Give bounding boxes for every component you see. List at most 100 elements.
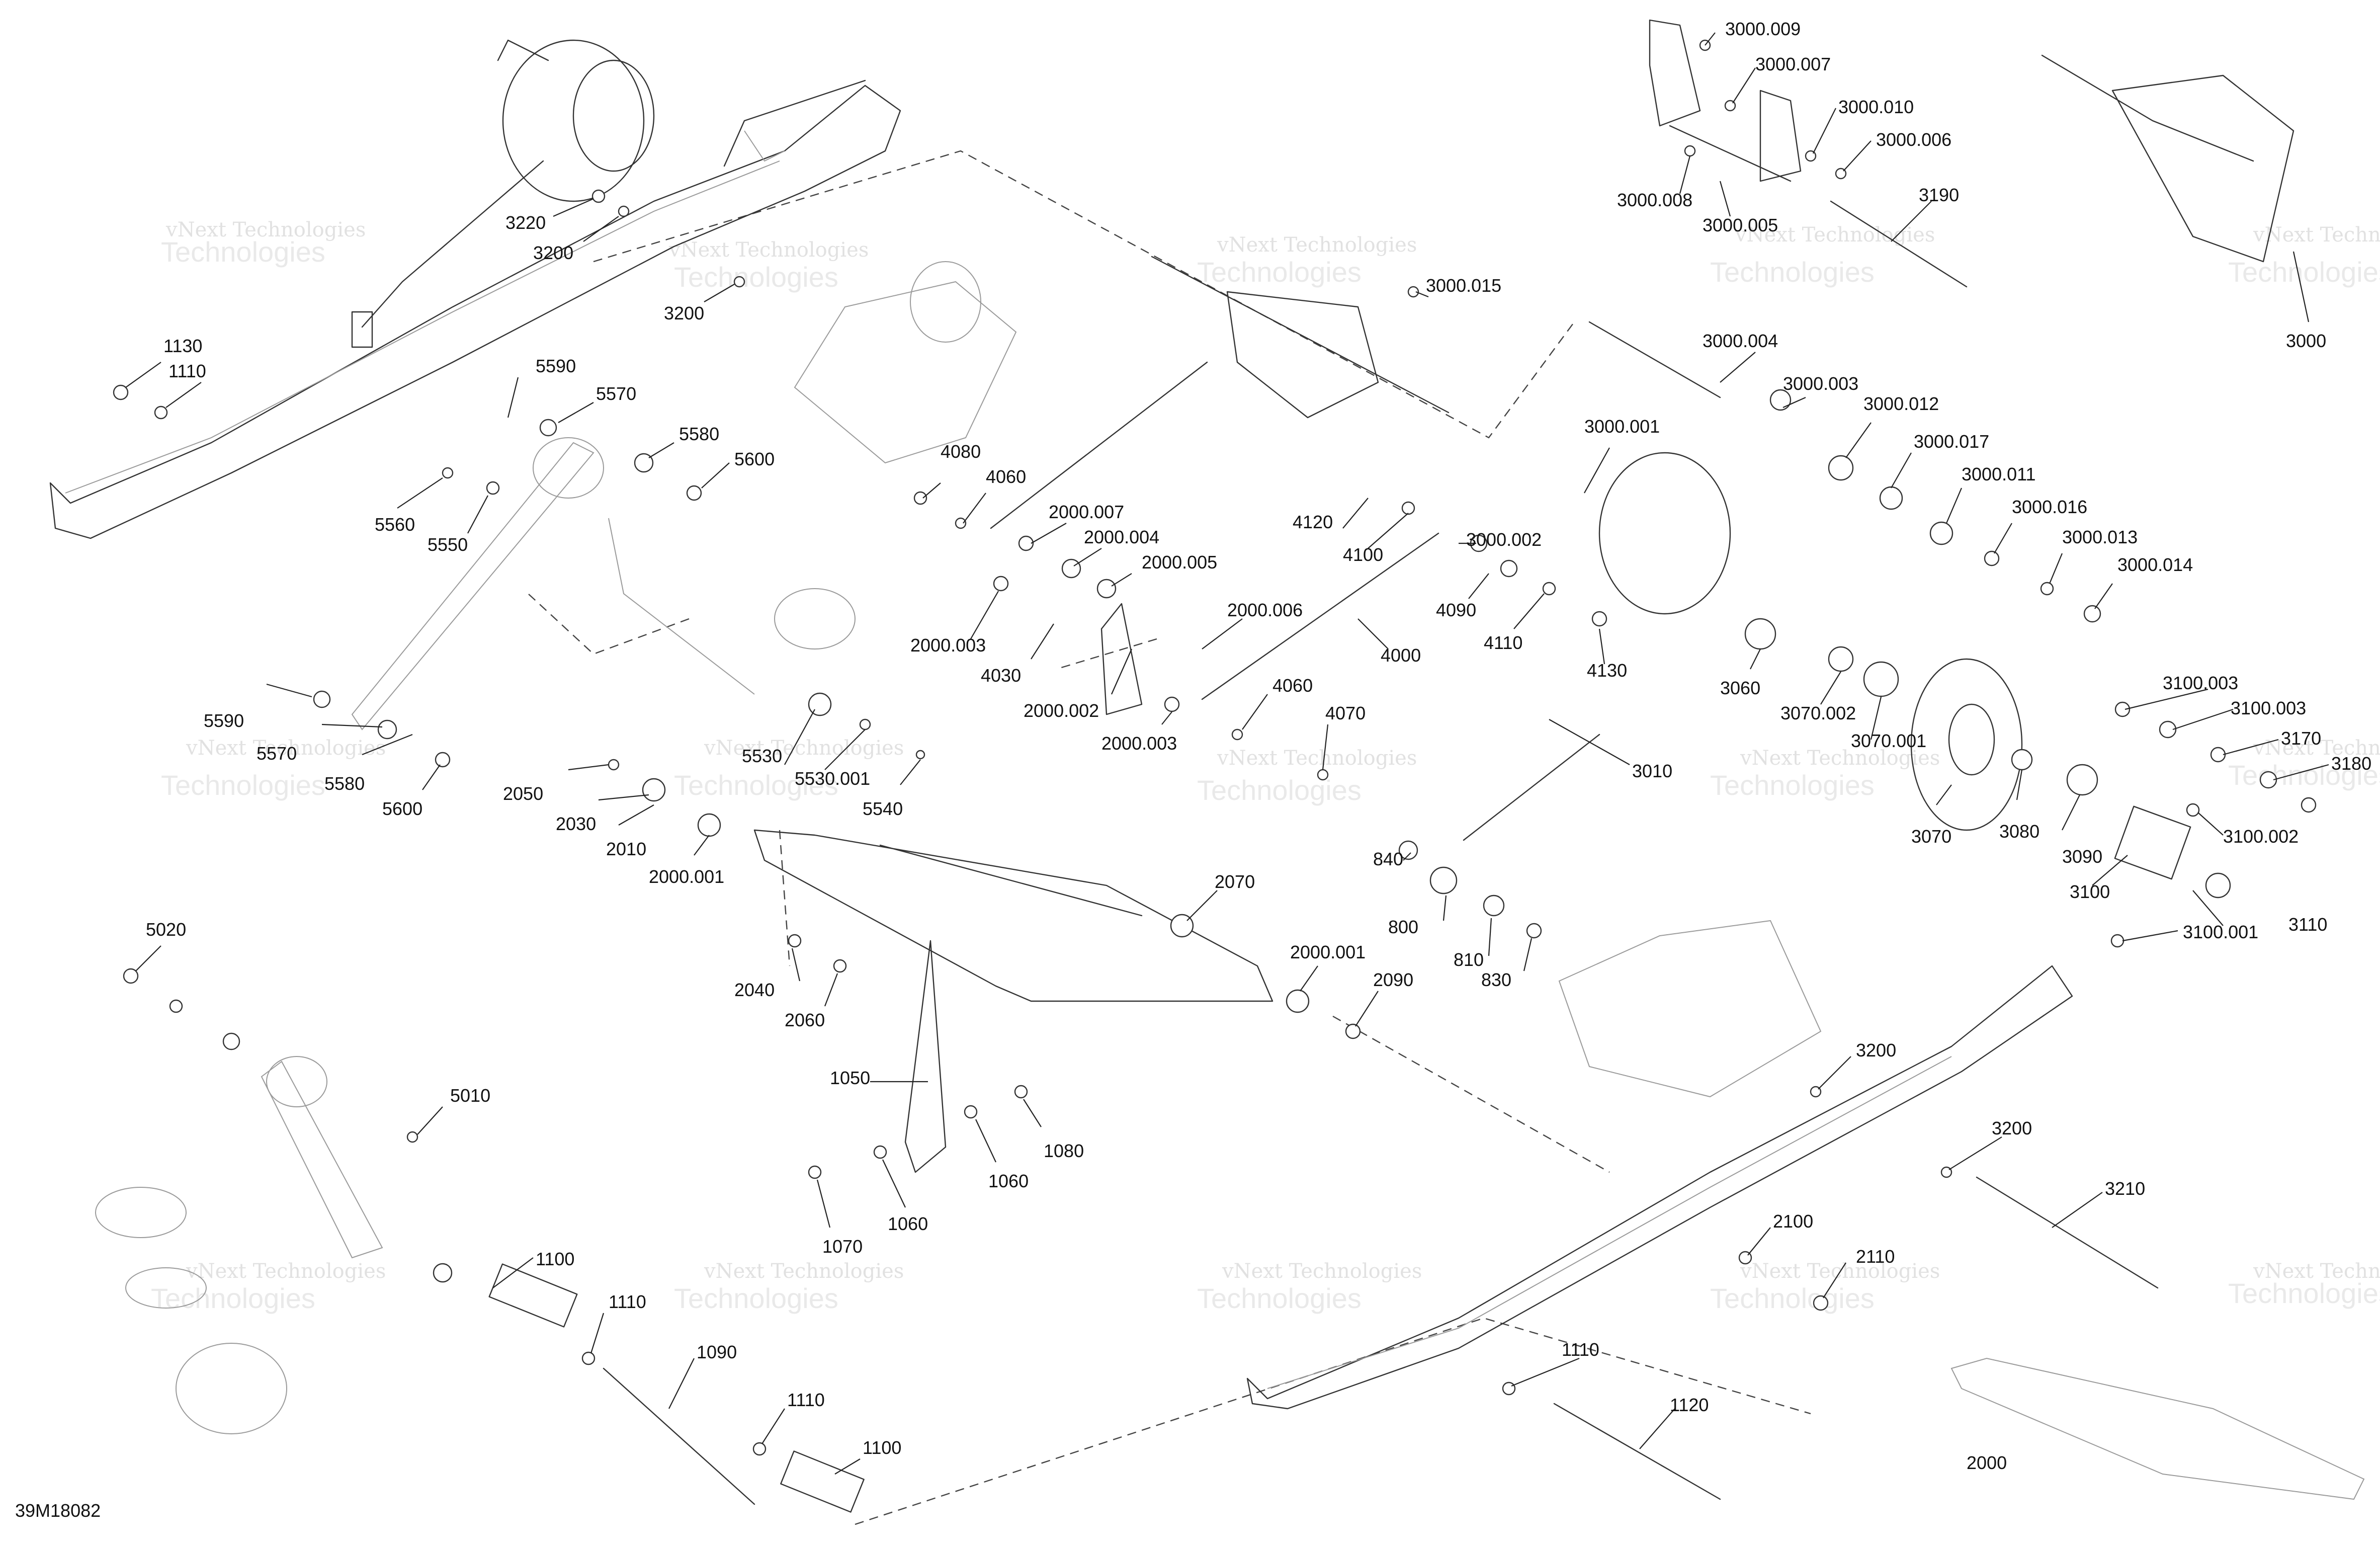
callout-label: 1110 (168, 361, 206, 381)
callout-label: 3060 (1720, 678, 1760, 698)
screw-icon (2110, 934, 2124, 948)
callout-label: 3210 (2105, 1178, 2145, 1199)
shaft-1090 (603, 1367, 755, 1505)
leader-lines (125, 32, 2329, 1475)
callout-label: 2000.003 (910, 635, 986, 656)
callout-label: 5570 (596, 383, 636, 404)
callout-label: 5530 (742, 746, 782, 766)
callout-label: 5600 (734, 449, 775, 469)
hardware-symbols (113, 39, 2317, 1456)
bushing-icon (634, 453, 654, 473)
screw-icon (2301, 797, 2317, 813)
retaining-ring-icon (2205, 872, 2231, 899)
callout-label: 5570 (257, 743, 297, 764)
bracket-right (1759, 90, 1802, 182)
callout-label: 5540 (863, 798, 903, 819)
callout-label: 810 (1454, 949, 1484, 970)
ring-icon (2011, 749, 2033, 771)
document-number: 39M18082 (15, 1500, 101, 1521)
callout-label: 3000.007 (1755, 54, 1831, 74)
bellcrank-2000-002 (1100, 603, 1143, 715)
spring-ring (125, 1267, 207, 1309)
screw-icon (1813, 1295, 1829, 1311)
dashed-line (779, 830, 791, 966)
watermark-text: Technologies (674, 1282, 838, 1314)
callout-label: 3000.017 (1914, 431, 1989, 452)
callout-label: 3170 (2281, 728, 2321, 749)
idler-housing (2111, 74, 2294, 263)
callout-label: 3000.012 (1863, 393, 1939, 414)
callout-label: 3070 (1911, 826, 1951, 847)
callout-label: 3200 (1856, 1040, 1896, 1061)
watermark-text: Technologies (2228, 759, 2380, 791)
bushing-icon (1061, 558, 1081, 579)
callout-label: 3180 (2331, 753, 2371, 774)
callout-label: 3000.011 (1962, 464, 2035, 484)
nut-icon (123, 968, 139, 984)
link-rod-4060 (990, 361, 1208, 529)
shaft-3000-004 (1588, 321, 1721, 398)
spring-coil-upper (95, 1187, 187, 1238)
callout-label: 5010 (450, 1085, 490, 1106)
drum-axle (497, 39, 549, 61)
left-rail-end (744, 130, 785, 162)
washer-icon (1542, 582, 1556, 596)
callout-label: 1110 (609, 1291, 646, 1312)
callout-label: 3000.015 (1426, 275, 1501, 296)
right-rail (1246, 965, 2073, 1410)
watermark-text: vNext Technologies (2253, 1260, 2380, 1283)
callout-label: 4060 (1272, 675, 1313, 696)
callout-label: 3070.002 (1780, 703, 1856, 723)
callout-label: 2000.002 (1024, 700, 1099, 721)
shock-reservoir (533, 437, 604, 499)
callout-label: 830 (1481, 969, 1511, 990)
swing-arm-2000 (1950, 1357, 2365, 1500)
nut-icon (913, 491, 927, 505)
callout-label: 2040 (734, 980, 775, 1000)
callout-label: 4070 (1325, 703, 1366, 723)
nut-icon (833, 959, 847, 973)
callout-label: 3100.002 (2223, 826, 2299, 847)
callout-label: 2000.001 (649, 866, 724, 887)
front-arm-assembly (990, 256, 1450, 715)
callout-label: 5020 (146, 919, 186, 940)
nut-icon (1018, 535, 1034, 551)
callout-label: 2110 (1856, 1246, 1895, 1267)
washer-icon (873, 1145, 887, 1159)
drive-housing-upper (794, 261, 1017, 464)
shock-top (266, 1056, 327, 1107)
pin-icon (2186, 803, 2200, 817)
callout-label: 2030 (556, 813, 596, 834)
nut-icon (1684, 145, 1696, 157)
shock-body (351, 442, 594, 730)
shock-absorber-upper (351, 437, 856, 730)
callout-label: 3000.003 (1783, 373, 1858, 394)
assembly-dashed-lines (528, 150, 1811, 1525)
callout-label: 1070 (822, 1236, 863, 1257)
washer-icon (581, 1351, 596, 1365)
shaft-3190 (1830, 200, 1968, 288)
bearing-plate-icon (1879, 486, 1903, 510)
callout-label: 5580 (679, 424, 719, 444)
washer-icon (752, 1442, 767, 1456)
front-arm-body (1226, 291, 1379, 419)
callout-label: 1110 (1562, 1339, 1599, 1360)
callout-label: 1080 (1044, 1141, 1084, 1161)
screw-icon (442, 467, 454, 479)
watermark-text: vNext Technologies (1735, 223, 1935, 247)
rear-spring-wheel (1463, 321, 2191, 880)
washer-icon (608, 759, 620, 771)
callout-label: 3000.006 (1876, 129, 1951, 150)
spring-arm (361, 160, 544, 328)
callout-label: 3070.001 (1851, 730, 1926, 751)
nut-icon (113, 384, 129, 400)
callout-label: 3200 (1992, 1118, 2032, 1138)
idler-wheel-3070 (1910, 658, 2023, 831)
bushing-icon (222, 1032, 240, 1050)
callout-label: 5550 (428, 534, 468, 555)
watermark-text: vNext Technologies (1222, 1260, 1422, 1283)
callout-label: 3000.010 (1838, 97, 1914, 117)
link-rod-4000 (1201, 532, 1439, 700)
watermark-text: vNext Technologies (668, 238, 869, 262)
watermark-text: Technologies (674, 769, 838, 801)
